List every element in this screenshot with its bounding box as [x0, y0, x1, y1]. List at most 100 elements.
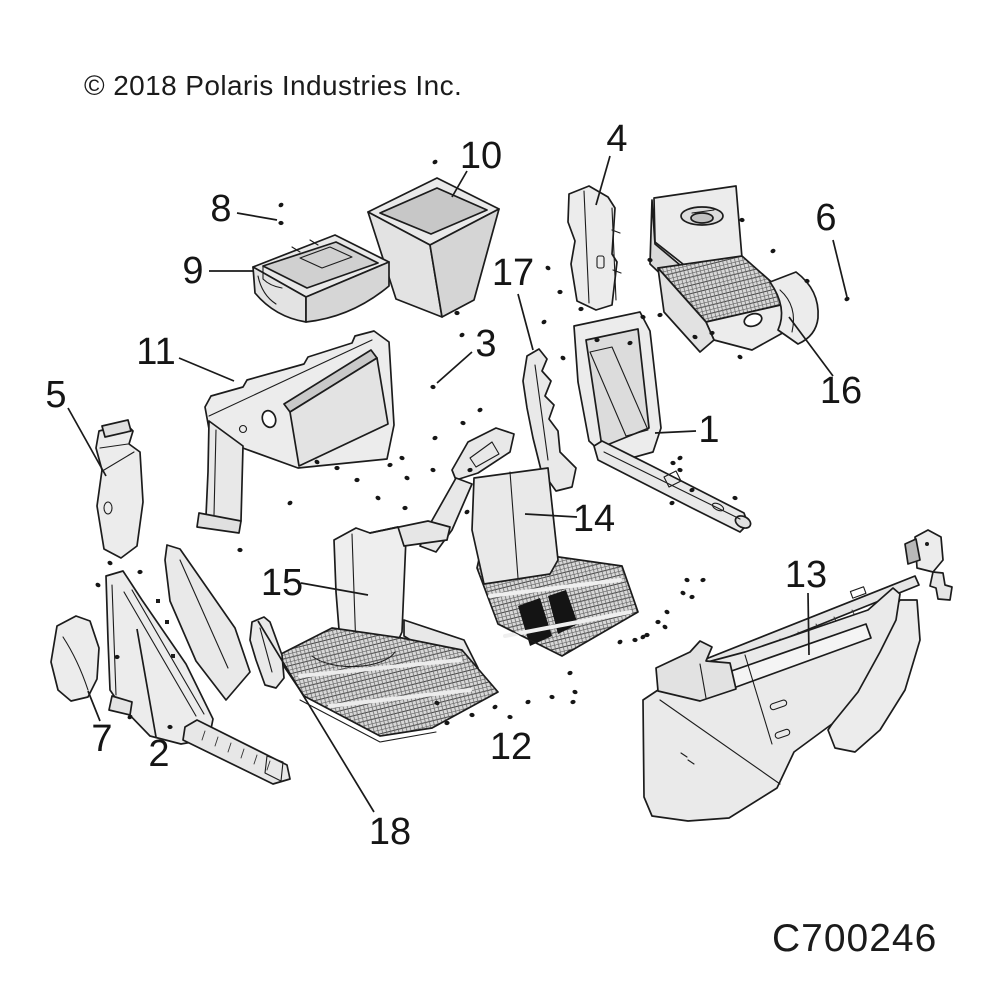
screw-dot: [689, 487, 695, 493]
screw-dot: [492, 704, 498, 710]
screw-dot: [545, 265, 551, 271]
screw-dot: [670, 460, 676, 466]
screw-dot: [669, 500, 675, 506]
callout-10: 10: [460, 135, 502, 177]
part-1-seat-support: [573, 311, 752, 533]
callout-17: 17: [492, 252, 534, 294]
callout-7: 7: [91, 718, 112, 760]
screw-dot: [454, 310, 460, 316]
part-13-rocker-assembly: [642, 529, 953, 822]
leader-line-10: [451, 170, 468, 198]
screw-dot: [737, 354, 743, 360]
screw-dot: [464, 509, 470, 515]
screw-dot: [655, 619, 661, 625]
screw-dot: [287, 500, 293, 506]
screw-dot: [375, 495, 381, 501]
screw-dot: [632, 637, 638, 643]
screw-dot: [278, 202, 284, 208]
callout-5: 5: [45, 374, 66, 416]
leader-line-5: [67, 407, 107, 477]
part-11-rocker-panel: [196, 330, 395, 534]
callout-18: 18: [369, 811, 411, 853]
screw-dot: [404, 475, 410, 481]
screw-dot: [640, 314, 646, 320]
fastener-screws: [95, 159, 850, 730]
screw-dot: [578, 306, 584, 312]
leader-line-15: [300, 582, 369, 596]
screw-dot: [689, 594, 695, 600]
screw-dot: [844, 296, 850, 302]
callout-16: 16: [820, 370, 862, 412]
screw-dot: [432, 159, 438, 165]
screw-dot: [700, 577, 706, 583]
screw-dot: [572, 689, 578, 695]
screw-dot: [459, 332, 465, 338]
copyright-text: © 2018 Polaris Industries Inc.: [84, 70, 463, 101]
screw-dot: [469, 712, 475, 718]
screw-dot: [557, 289, 563, 295]
screw-dot: [525, 699, 531, 705]
callout-15: 15: [261, 562, 303, 604]
screw-dot: [477, 407, 483, 413]
screw-dot: [732, 495, 738, 501]
callout-14: 14: [573, 498, 615, 540]
leader-line-4: [595, 155, 611, 206]
part-9-storage-tray: [252, 234, 390, 323]
screw-dot: [430, 384, 436, 390]
screw-dot: [644, 632, 650, 638]
part-10-storage-bin: [367, 177, 500, 318]
callout-1: 1: [698, 409, 719, 451]
screw-dot: [434, 700, 440, 706]
screw-dot: [664, 609, 670, 615]
screw-dot: [387, 462, 393, 468]
callout-11: 11: [136, 331, 175, 373]
callout-4: 4: [606, 118, 627, 160]
leader-line-13: [807, 592, 810, 656]
screw-dot: [107, 560, 113, 566]
screw-dot: [680, 590, 686, 596]
screw-dot: [770, 248, 776, 254]
screw-dot: [507, 714, 513, 720]
part-18-sill-strip: [249, 616, 285, 689]
leader-line-17: [517, 293, 534, 351]
screw-dot: [640, 634, 646, 640]
screw-dot: [627, 340, 633, 346]
screw-dot: [594, 337, 600, 343]
screw-dot: [167, 724, 173, 730]
screw-dot: [314, 459, 320, 465]
callout-3: 3: [475, 323, 496, 365]
part-16-footrest: [649, 185, 819, 353]
screw-dot: [399, 455, 405, 461]
screw-dot: [684, 577, 690, 583]
screw-dot: [570, 699, 576, 705]
screw-dot: [127, 714, 133, 720]
screw-dot: [677, 455, 683, 461]
leader-line-6: [832, 239, 848, 298]
screw-dot: [278, 220, 284, 226]
figure-code: C700246: [772, 917, 938, 960]
screw-dot: [402, 505, 408, 511]
callout-9: 9: [182, 250, 203, 292]
screw-dot: [739, 217, 745, 223]
callout-6: 6: [815, 197, 836, 239]
screw-dot: [541, 319, 547, 325]
screw-dot: [354, 477, 360, 483]
screw-dot: [432, 435, 438, 441]
screw-dot: [137, 569, 143, 575]
leader-line-11: [178, 357, 235, 382]
screw-dot: [460, 420, 466, 426]
leader-line-7: [87, 690, 101, 722]
screw-dot: [444, 720, 450, 726]
part-15-floor-closeout: [276, 520, 499, 743]
part-2-front-closeout: [105, 544, 291, 785]
screw-dot: [430, 467, 436, 473]
screw-dot: [549, 694, 555, 700]
part-4-closeout-panel: [567, 185, 622, 311]
screw-dot: [617, 639, 623, 645]
screw-dot: [560, 355, 566, 361]
screw-dot: [677, 467, 683, 473]
screw-dot: [334, 465, 340, 471]
